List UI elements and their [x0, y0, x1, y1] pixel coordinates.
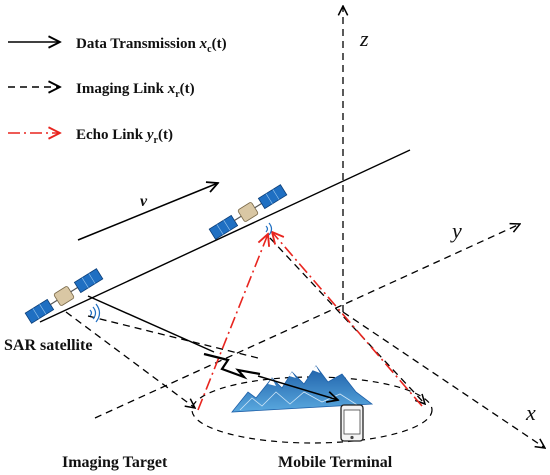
velocity-label: v	[140, 193, 148, 210]
lightning-bolt-icon	[203, 352, 261, 380]
legend-data-transmission-text: Data Transmission	[76, 36, 200, 52]
legend-imaging-link-symbol: x	[167, 81, 176, 97]
x-axis-label: x	[525, 400, 536, 425]
legend-echo-link-text: Echo Link	[76, 127, 147, 143]
svg-text:Data Transmission xc(t): Data Transmission xc(t)	[76, 36, 227, 55]
mobile-terminal-label: Mobile Terminal	[278, 454, 393, 471]
velocity-arrow	[77, 183, 218, 241]
svg-text:Imaging Link xr(t): Imaging Link xr(t)	[76, 81, 195, 100]
svg-text:Echo Link yr(t): Echo Link yr(t)	[76, 127, 173, 146]
legend-item-imaging-link: Imaging Link xr(t)	[8, 81, 195, 100]
z-axis-label: z	[359, 26, 369, 51]
data-transmission-uplink	[87, 295, 215, 353]
satellite-trajectory	[39, 149, 411, 323]
imaging-links	[65, 237, 425, 408]
echo-link-from-right	[272, 232, 423, 407]
legend-item-data-transmission: Data Transmission xc(t)	[8, 36, 227, 55]
x-axis	[342, 311, 545, 448]
legend-data-transmission-sub: c	[207, 44, 212, 55]
legend-echo-link-symbol: y	[145, 127, 154, 143]
data-transmission-links	[87, 295, 338, 400]
mobile-terminal-icon	[340, 404, 364, 442]
imaging-target-label: Imaging Target	[62, 454, 168, 471]
data-transmission-to-terminal	[257, 375, 338, 400]
legend-data-transmission-arg: (t)	[212, 36, 227, 52]
signal-wave-icon	[89, 303, 101, 323]
legend-imaging-link-sub: r	[175, 89, 180, 100]
sar-satellite-label: SAR satellite	[4, 337, 92, 354]
legend-data-transmission-symbol: x	[199, 36, 208, 52]
legend-echo-link-sub: r	[154, 135, 159, 146]
legend-item-echo-link: Echo Link yr(t)	[8, 127, 173, 146]
legend-imaging-link-arg: (t)	[180, 81, 195, 97]
imaging-link-to-target	[65, 311, 195, 408]
signal-wave-second-icon	[265, 222, 273, 236]
sar-satellite-second-icon	[208, 184, 288, 240]
y-axis-label: y	[450, 218, 462, 243]
velocity-indicator: v	[77, 183, 218, 241]
echo-link-from-target	[197, 234, 268, 411]
legend: Data Transmission xc(t) Imaging Link xr(…	[8, 36, 227, 146]
legend-imaging-link-text: Imaging Link	[76, 81, 168, 97]
imaging-link-to-far-point	[87, 315, 259, 359]
imaging-link-right	[269, 237, 425, 404]
echo-links	[197, 232, 423, 411]
legend-echo-link-arg: (t)	[158, 127, 173, 143]
sar-satellite-icon	[24, 268, 104, 324]
